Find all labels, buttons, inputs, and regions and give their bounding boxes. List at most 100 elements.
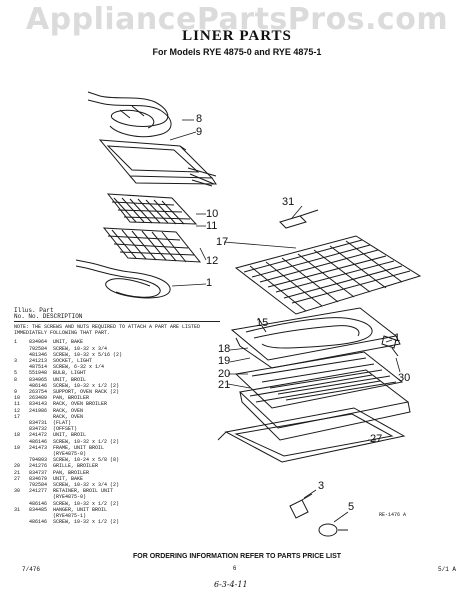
illus-number: 19 [14,444,21,451]
part-number: 834964 [29,339,48,346]
callout-8: 8 [196,113,203,125]
callout-11: 11 [206,220,218,232]
callout-17: 17 [216,236,229,248]
callout-1-right: 1 [394,332,401,344]
parts-list-row: (RYE4875-0) [14,451,220,457]
part-description: (RYE4875-0) [53,451,87,458]
part-description: (RYE4875-1) [53,513,87,520]
ordering-notice: FOR ORDERING INFORMATION REFER TO PARTS … [132,553,342,560]
part-number: 241213 [29,358,48,365]
part-description: SCREW, 10-24 x 5/8 (8) [53,457,120,464]
part-description: (RYE4875-0) [53,494,87,501]
part-number: 834965 [29,376,48,383]
illus-number: 9 [14,389,18,396]
illus-number: 20 [14,463,21,470]
handwritten-note: 6-3-4-11 [214,580,248,589]
illus-number: 17 [14,413,21,420]
illus-number: 31 [14,506,21,513]
part-bake-unit-left [75,259,171,299]
part-number: 792584 [29,345,48,352]
illus-number: 10 [14,395,21,402]
parts-list-row: 792584 SCREW, 10-32 x 3/4 (2) [14,482,220,488]
part-number: 792584 [29,482,48,489]
part-number: 487514 [29,364,48,371]
part-light-socket [289,493,313,519]
part-description: (OFFSET) [53,426,78,433]
part-description: SCREW, 10-32 x 3/4 (2) [53,482,120,489]
parts-list-row: 9 263754 SUPPORT, OVEN RACK (2) [14,389,220,395]
part-number: 834679 [29,475,48,482]
callout-5: 5 [348,501,355,513]
part-number: 486146 [29,500,48,507]
part-number: 241277 [29,488,48,495]
illus-number: 12 [14,407,21,414]
part-number: 486146 [29,438,48,445]
callout-10: 10 [206,208,219,220]
part-description: SCREW, 10-32 x 1/2 (2) [53,438,120,445]
parts-list-row: 20 241276 GRILLE, BROILER [14,463,220,469]
parts-list: Illus. Part No. No. DESCRIPTION NOTE: TH… [14,307,220,526]
part-description: SCREW, 10-32 x 1/2 (2) [53,382,120,389]
part-description: PAN, BROILER [53,469,90,476]
diagram-reference: RE-1476 A [379,512,407,518]
part-number: 241473 [29,444,48,451]
part-description: SUPPORT, OVEN RACK (2) [53,389,120,396]
parts-list-row: 834731(FLAT) [14,420,220,426]
part-number: 241986 [29,407,48,414]
parts-list-row: 481346 SCREW, 10-32 x 5/16 (2) [14,352,220,358]
part-description: SCREW, 10-32 x 5/16 (2) [53,351,123,358]
part-broil-unit-top [87,91,172,138]
callout-12: 12 [206,255,219,267]
callout-21: 21 [218,379,231,391]
part-number: 834143 [29,401,48,408]
illus-number: 21 [14,469,21,476]
callout-15: 15 [256,317,269,329]
part-oven-broiler-rack [106,193,198,225]
callout-9: 9 [196,126,203,138]
part-broiler-pan [98,139,217,187]
part-description: RACK, OVEN BROILER [53,401,108,408]
part-number: 486146 [29,382,48,389]
part-number: 263754 [29,389,48,396]
parts-list-row: 834732(OFFSET) [14,426,220,432]
part-description: GRILLE, BROILER [53,463,99,470]
part-description: PAN, BROILER [53,395,90,402]
part-description: SCREW, 10-32 x 1/2 (2) [53,500,120,507]
callout-18: 18 [218,343,231,355]
part-broiler-grille [234,351,404,409]
part-number: 794893 [29,457,48,464]
part-description: UNIT, BAKE [53,339,84,346]
part-description: (FLAT) [53,420,72,427]
parts-list-header-line1: Illus. Part [14,307,54,314]
callout-20: 20 [218,368,231,380]
part-number: 241472 [29,432,48,439]
illus-number [14,519,29,525]
parts-list-row: 1 834964 UNIT, BAKE [14,339,220,345]
callout-30: 30 [398,372,411,384]
illus-number: 1 [14,339,18,346]
parts-list-note: NOTE: THE SCREWS AND NUTS REQUIRED TO AT… [14,324,201,337]
part-description: UNIT, BROIL [53,432,87,439]
part-description: SCREW, 10-32 x 1/2 (2) [53,519,120,526]
parts-list-row: 486146 SCREW, 10-32 x 1/2 (2) [14,383,220,389]
part-description: BULB, LIGHT [53,370,87,377]
part-light-bulb [318,523,348,537]
illus-number: 8 [14,376,18,383]
callout-27: 27 [370,433,383,445]
part-number: 834485 [29,506,48,513]
part-number: 241276 [29,463,48,470]
part-number: 481346 [29,351,48,358]
part-oven-rack-large [234,235,422,315]
part-number: 551948 [29,370,48,377]
